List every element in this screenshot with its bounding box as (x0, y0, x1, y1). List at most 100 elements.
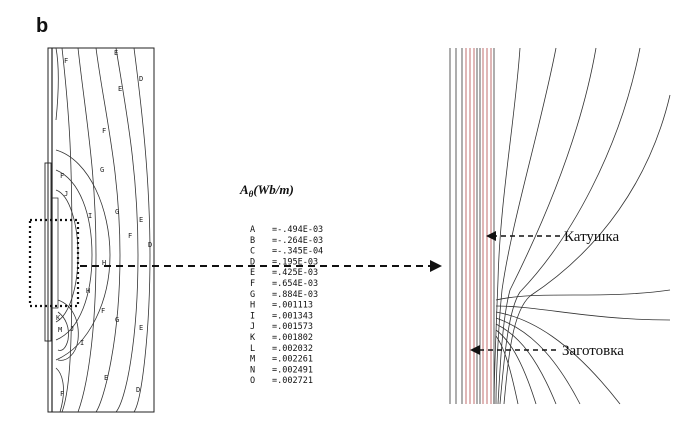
contour-label: F (102, 127, 106, 135)
legend-row: H=.001113 (250, 301, 313, 311)
coil-outline-left (44, 162, 52, 342)
contour-label: G (100, 166, 104, 174)
legend-row: E =.425E-03 (250, 268, 318, 278)
legend-row: F =.654E-03 (250, 279, 318, 289)
contour-label: F (60, 172, 64, 180)
contour-line (499, 47, 641, 405)
legend-key: E (250, 268, 255, 278)
callout-coil-label: Катушка (564, 229, 620, 245)
contour-line (503, 94, 671, 405)
legend-value: =.001573 (272, 322, 313, 332)
legend-key: O (250, 376, 255, 386)
legend-title-subscript: θ (249, 189, 254, 199)
callout-workpiece-label: Заготовка (562, 343, 624, 359)
legend-rows: A=-.494E-03B=-.264E-03C=-.345E-04D=.195E… (250, 225, 323, 386)
contour-label: F (128, 232, 132, 240)
legend-row: G=.884E-03 (250, 290, 318, 300)
legend-row: O=.002721 (250, 376, 313, 386)
contour-line (493, 47, 521, 405)
contour-line (55, 149, 111, 361)
legend-key: I (250, 311, 255, 321)
contour-line (495, 317, 581, 405)
legend-key: C (250, 247, 255, 257)
callout-workpiece-arrowhead (470, 345, 480, 355)
contour-line (497, 47, 597, 405)
contour-line (495, 311, 621, 405)
contour-label: E (139, 216, 143, 224)
contour-line (57, 311, 69, 351)
legend-key: M (250, 355, 255, 365)
zoom-arrow (80, 260, 442, 272)
contour-line (95, 47, 121, 413)
contour-line (495, 47, 557, 405)
zoom-arrow-head (430, 260, 442, 272)
contour-line (133, 47, 151, 413)
contour-label: H (86, 287, 90, 295)
right-zoom-plot (449, 47, 671, 405)
legend-row: K =.001802 (250, 333, 313, 343)
contour-label: D (148, 241, 152, 249)
legend-value: =-.264E-03 (272, 236, 323, 246)
contour-label: G (115, 208, 119, 216)
contour-line (495, 323, 557, 405)
contour-label: G (115, 316, 119, 324)
workpiece-outline-left (51, 197, 59, 309)
contour-line (55, 47, 59, 121)
contour-label: J (64, 190, 68, 198)
legend-row: I =.001343 (250, 311, 313, 321)
contour-label: E (114, 49, 118, 57)
left-plot-frame (47, 47, 155, 413)
legend-value: =-.345E-04 (272, 247, 323, 257)
legend-row: L=.002032 (250, 344, 313, 354)
legend-value: =.001343 (272, 311, 313, 321)
contour-line (495, 305, 671, 321)
contour-label: I (80, 339, 84, 347)
contour-label: M (58, 326, 62, 334)
contour-label: E (118, 85, 122, 93)
legend: Aθ(Wb/m) A=-.494E-03B=-.264E-03C=-.345E-… (239, 182, 323, 386)
contour-line (115, 47, 139, 413)
legend-key: B (250, 236, 255, 246)
panel-letter: b (36, 15, 48, 37)
legend-row: B =-.264E-03 (250, 236, 323, 246)
contour-line (77, 47, 97, 413)
legend-key: D (250, 257, 255, 267)
callout-coil: Катушка (486, 229, 620, 245)
contour-label: E (104, 374, 108, 382)
legend-value: =.425E-03 (272, 268, 318, 278)
contour-line (57, 299, 79, 361)
contour-line (495, 289, 671, 301)
legend-key: F (250, 279, 255, 289)
left-contour-plot: F E D E F G F J I G E F D H H G F E I J … (28, 47, 155, 413)
zoom-region-box (28, 218, 80, 308)
legend-title-symbol: A (239, 182, 249, 197)
contour-label: F (101, 307, 105, 315)
legend-value: =.884E-03 (272, 290, 318, 300)
contour-label: D (136, 386, 140, 394)
legend-key: A (250, 225, 255, 235)
legend-row: D=.195E-03 (250, 257, 318, 267)
legend-key: K (250, 333, 256, 343)
legend-row: J =.001573 (250, 322, 313, 332)
callout-workpiece: Заготовка (470, 343, 624, 359)
contour-line (55, 189, 79, 323)
legend-value: =.002491 (272, 365, 313, 375)
contour-label: F (64, 57, 68, 65)
legend-row: M =.002261 (250, 355, 313, 365)
contour-line (61, 47, 73, 413)
contour-label: E (139, 324, 143, 332)
legend-key: L (250, 344, 255, 354)
legend-title-units: (Wb/m) (253, 182, 293, 197)
legend-value: =.654E-03 (272, 279, 318, 289)
legend-key: J (250, 322, 255, 332)
legend-key: N (250, 365, 255, 375)
contour-line (55, 367, 64, 413)
legend-value: =.002261 (272, 355, 313, 365)
contour-line (55, 169, 93, 341)
legend-row: N =.002491 (250, 365, 313, 375)
contour-label: H (102, 259, 106, 267)
contour-label: D (139, 75, 143, 83)
legend-value: =.001802 (272, 333, 313, 343)
legend-title: Aθ(Wb/m) (239, 182, 294, 199)
